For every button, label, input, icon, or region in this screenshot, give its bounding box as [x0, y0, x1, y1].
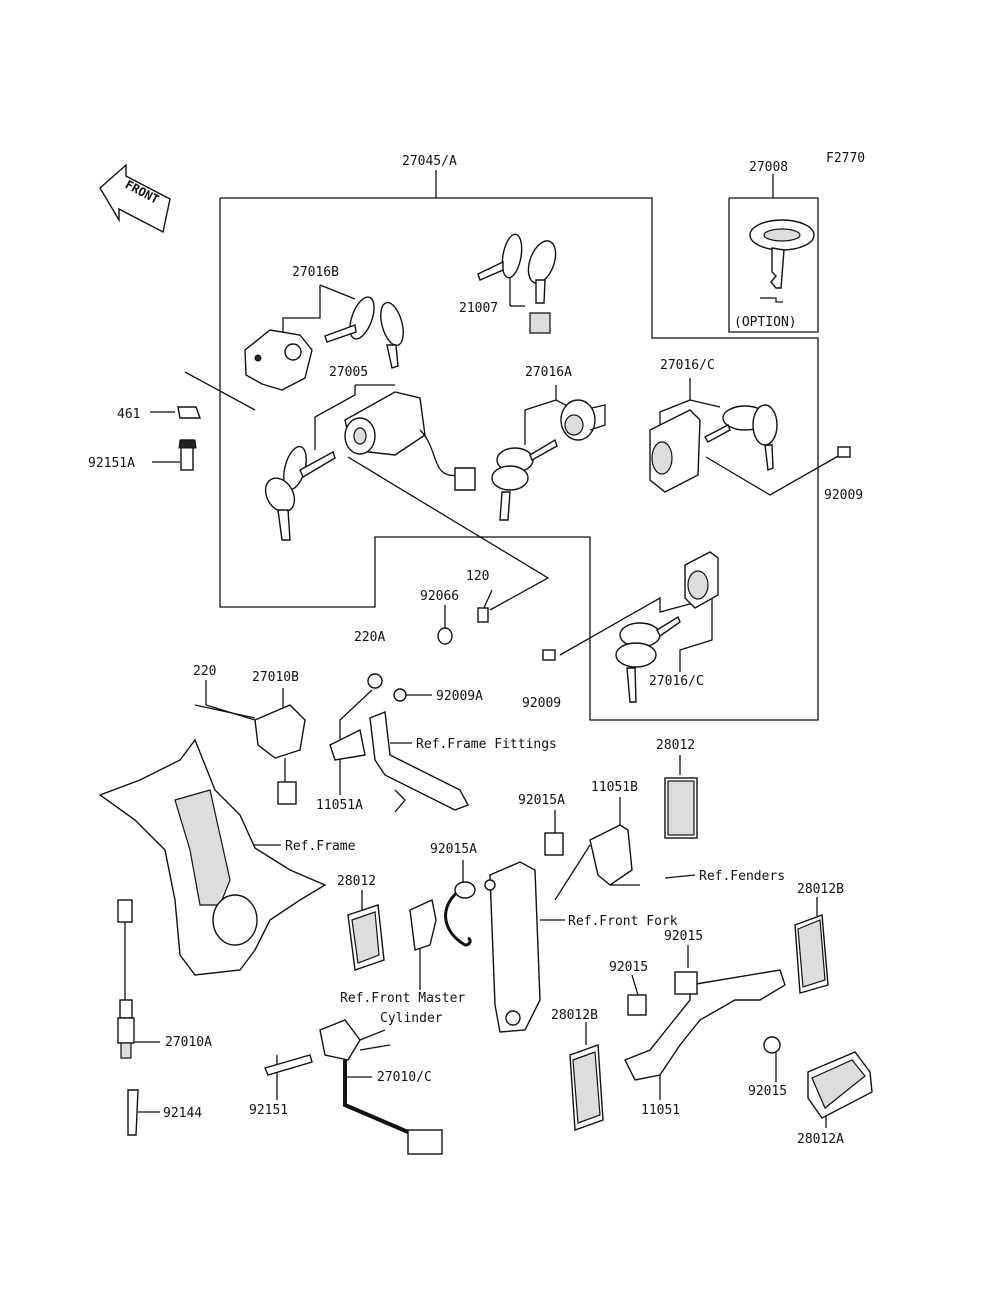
- front-fork-bracket: [484, 861, 541, 1033]
- label-27008: 27008: [749, 160, 788, 175]
- label-27010B: 27010B: [252, 670, 299, 685]
- bracket-11051B: [544, 824, 633, 901]
- label-28012B-bottom: 28012B: [551, 1008, 598, 1023]
- label-27005: 27005: [329, 365, 368, 380]
- reflector-28012-left: [347, 904, 385, 971]
- label-220A: 220A: [354, 630, 385, 645]
- label-92151A: 92151A: [88, 456, 135, 471]
- label-27016B: 27016B: [292, 265, 339, 280]
- lock-icon-27016B: [244, 296, 404, 391]
- reflector-28012A: [763, 1036, 873, 1119]
- bracket-front-master: [409, 881, 476, 951]
- key-icon-option: [749, 219, 815, 303]
- front-arrow-icon: FRONT: [99, 163, 171, 234]
- label-92009-left: 92009: [522, 696, 561, 711]
- label-92009-right: 92009: [824, 488, 863, 503]
- label-92015A-1: 92015A: [518, 793, 565, 808]
- label-220: 220: [193, 664, 216, 679]
- reflector-28012B-bottom: [569, 1044, 604, 1131]
- label-92151: 92151: [249, 1103, 288, 1118]
- label-11051A: 11051A: [316, 798, 363, 813]
- lock-icon-27016C-top: [649, 404, 778, 493]
- ref-frame-fittings: Ref.Frame Fittings: [416, 737, 557, 752]
- reflector-28012-top: [664, 777, 698, 839]
- label-27016A: 27016A: [525, 365, 572, 380]
- label-11051B: 11051B: [591, 780, 638, 795]
- option-box-outline: [728, 174, 819, 333]
- label-92009A: 92009A: [436, 689, 483, 704]
- label-28012-left: 28012: [337, 874, 376, 889]
- ref-front-master-line2: Cylinder: [380, 1011, 443, 1026]
- ref-frame: Ref.Frame: [285, 839, 356, 854]
- label-92015-1: 92015: [664, 929, 703, 944]
- label-28012A: 28012A: [797, 1132, 844, 1147]
- sensor-27010A: [117, 899, 139, 1136]
- assembly-box-outline: [219, 170, 819, 721]
- label-21007: 21007: [459, 301, 498, 316]
- key-icon-21007: [477, 233, 557, 334]
- label-461: 461: [117, 407, 140, 422]
- label-27045A: 27045/A: [402, 154, 457, 169]
- label-27016C-bottom: 27016/C: [649, 674, 704, 689]
- leader-lines: [135, 258, 841, 1128]
- label-92015-2: 92015: [609, 960, 648, 975]
- label-11051: 11051: [641, 1103, 680, 1118]
- frame-fitting-bracket: [329, 711, 469, 813]
- ref-front-fork: Ref.Front Fork: [568, 914, 678, 929]
- ref-fenders: Ref.Fenders: [699, 869, 785, 884]
- label-28012-top: 28012: [656, 738, 695, 753]
- small-parts: [177, 406, 851, 702]
- label-92066: 92066: [420, 589, 459, 604]
- label-27016C-top: 27016/C: [660, 358, 715, 373]
- switch-27010C: [264, 1019, 443, 1155]
- lock-icon-27016C-bottom: [615, 551, 719, 703]
- label-option: (OPTION): [734, 315, 797, 330]
- switch-27010B: [194, 704, 306, 805]
- label-92015-3: 92015: [748, 1084, 787, 1099]
- ref-front-master-line1: Ref.Front Master: [340, 991, 465, 1006]
- label-92015A-2: 92015A: [430, 842, 477, 857]
- label-27010C: 27010/C: [377, 1070, 432, 1085]
- frame-section: [98, 738, 327, 976]
- lock-icon-27016A: [491, 399, 606, 521]
- label-92144: 92144: [163, 1106, 202, 1121]
- label-28012B-right: 28012B: [797, 882, 844, 897]
- figure-code: F2770: [826, 151, 865, 166]
- ignition-switch-27005: [264, 391, 476, 541]
- label-120: 120: [466, 569, 489, 584]
- bracket-11051: [624, 969, 786, 1081]
- reflector-28012B-right: [794, 914, 829, 994]
- label-27010A: 27010A: [165, 1035, 212, 1050]
